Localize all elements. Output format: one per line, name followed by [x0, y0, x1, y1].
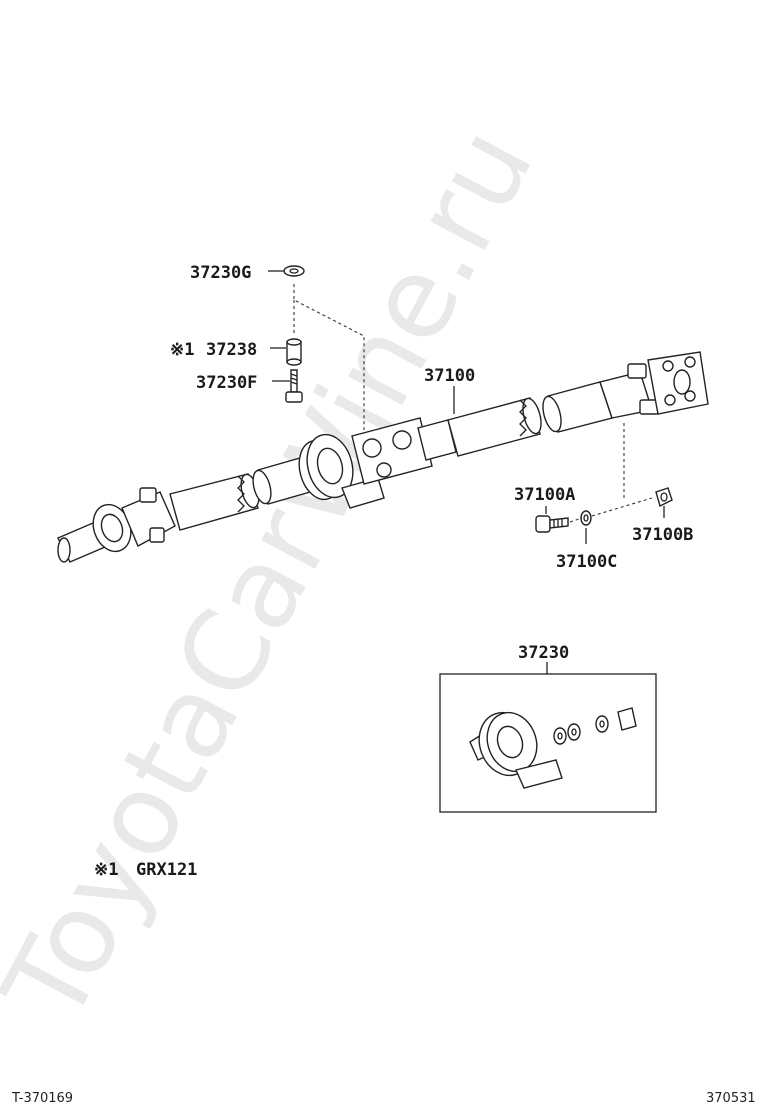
footnote-mark: ※1: [94, 860, 118, 880]
propeller-shaft-assembly: [57, 351, 709, 563]
label-37230g: 37230G: [190, 263, 251, 283]
label-37100a: 37100A: [514, 485, 575, 505]
label-37100c: 37100C: [556, 552, 617, 572]
kit-37230-frame: [439, 673, 657, 813]
washer-37230g: [283, 265, 305, 277]
watermark: ToyotaCarWine.ru: [0, 107, 559, 1043]
bolt-37100a: [535, 515, 569, 533]
label-37100: 37100: [424, 366, 475, 386]
footer-left-code: T-370169: [11, 1091, 73, 1106]
footnote-text: GRX121: [136, 860, 197, 880]
label-37230: 37230: [518, 643, 569, 663]
bearing-washers: [553, 707, 637, 745]
note-mark-37238: ※1: [170, 340, 194, 360]
collar-37238: [286, 338, 302, 366]
footer-right-code: 370531: [706, 1091, 756, 1106]
center-bearing-37230: [469, 711, 563, 789]
bolt-37230f: [285, 369, 303, 403]
leader-small-parts: [293, 284, 365, 430]
nut-37100b: [655, 487, 673, 508]
label-37100b: 37100B: [632, 525, 693, 545]
washer-37100c: [580, 510, 592, 526]
label-37230f: 37230F: [196, 373, 257, 393]
label-37238: 37238: [206, 340, 257, 360]
